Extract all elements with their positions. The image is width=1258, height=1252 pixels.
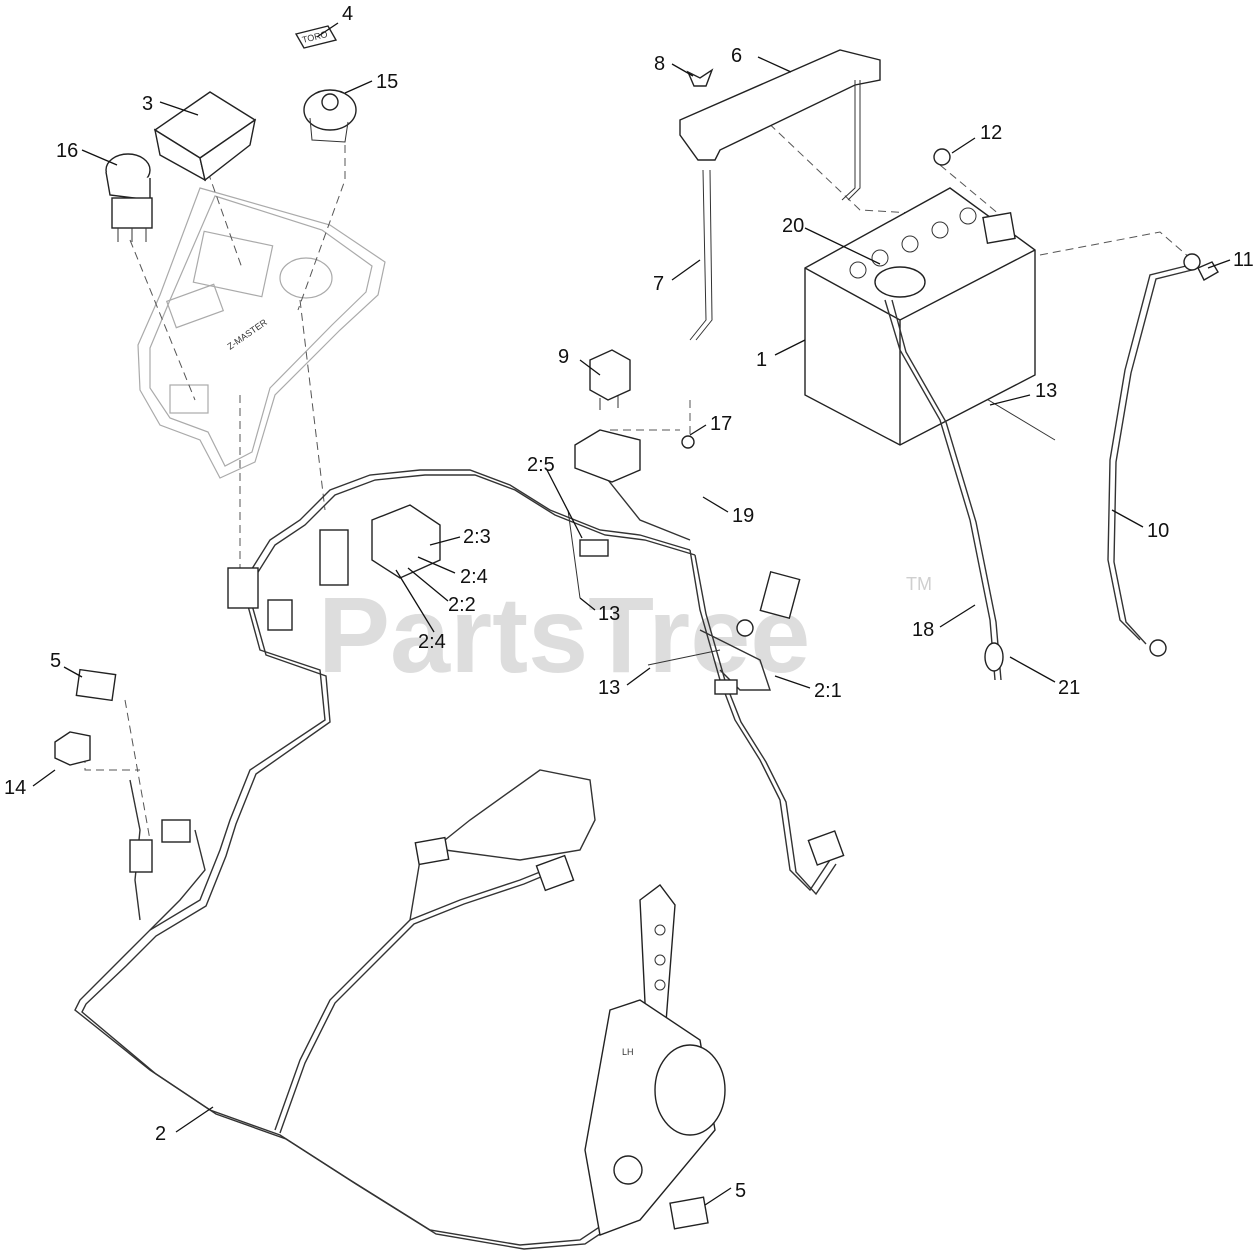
callout-16: 16 bbox=[56, 140, 78, 162]
callout-labels: 4 15 3 16 8 6 12 20 11 7 1 9 13 17 2:5 1… bbox=[4, 3, 1254, 1202]
callout-1: 1 bbox=[756, 349, 767, 371]
callout-7: 7 bbox=[653, 273, 664, 295]
seat-switches bbox=[54, 668, 709, 1230]
callout-2-4-upper: 2:4 bbox=[460, 566, 488, 588]
callout-5-upper: 5 bbox=[50, 650, 61, 672]
callout-2-5: 2:5 bbox=[527, 454, 555, 476]
callout-18: 18 bbox=[912, 619, 934, 641]
battery bbox=[804, 187, 1036, 446]
callout-19: 19 bbox=[732, 505, 754, 527]
callout-15: 15 bbox=[376, 71, 398, 93]
ignition-key: TORO bbox=[294, 25, 338, 49]
ignition-switch bbox=[303, 89, 357, 143]
watermark: PartsTree TM bbox=[318, 574, 932, 695]
callout-8: 8 bbox=[654, 53, 665, 75]
callout-17: 17 bbox=[710, 413, 732, 435]
callout-14: 14 bbox=[4, 777, 26, 799]
hour-meter bbox=[153, 91, 257, 182]
callout-12: 12 bbox=[980, 122, 1002, 144]
callout-21: 21 bbox=[1058, 677, 1080, 699]
callout-2-3: 2:3 bbox=[463, 526, 491, 548]
pto-switch bbox=[105, 153, 153, 242]
callout-20: 20 bbox=[782, 215, 804, 237]
leader-lines bbox=[32, 22, 1231, 1206]
callout-3: 3 bbox=[142, 93, 153, 115]
callout-9: 9 bbox=[558, 346, 569, 368]
control-panel-ghost: Z-MASTER bbox=[137, 187, 386, 479]
callout-2-2: 2:2 bbox=[448, 594, 476, 616]
callout-2: 2 bbox=[155, 1123, 166, 1145]
callout-10: 10 bbox=[1147, 520, 1169, 542]
callout-2-1: 2:1 bbox=[814, 680, 842, 702]
callout-13-battery: 13 bbox=[1035, 380, 1057, 402]
watermark-text: PartsTree bbox=[318, 574, 810, 695]
callout-6: 6 bbox=[731, 45, 742, 67]
callout-11: 11 bbox=[1233, 249, 1254, 271]
brake-lever-assembly: LH bbox=[584, 884, 726, 1236]
watermark-tm: TM bbox=[906, 574, 932, 594]
relay bbox=[574, 349, 695, 483]
battery-hold-down bbox=[679, 49, 951, 341]
wire-harness bbox=[74, 469, 837, 1250]
callout-13-lower: 13 bbox=[598, 677, 620, 699]
callout-13-harness: 13 bbox=[598, 603, 620, 625]
callout-4: 4 bbox=[342, 3, 353, 25]
panel-model-text: Z-MASTER bbox=[225, 317, 269, 352]
callout-5-lower: 5 bbox=[735, 1180, 746, 1202]
harness-connectors bbox=[129, 504, 845, 892]
lever-label-text: LH bbox=[622, 1047, 634, 1057]
callout-2-4-lower: 2:4 bbox=[418, 631, 446, 653]
